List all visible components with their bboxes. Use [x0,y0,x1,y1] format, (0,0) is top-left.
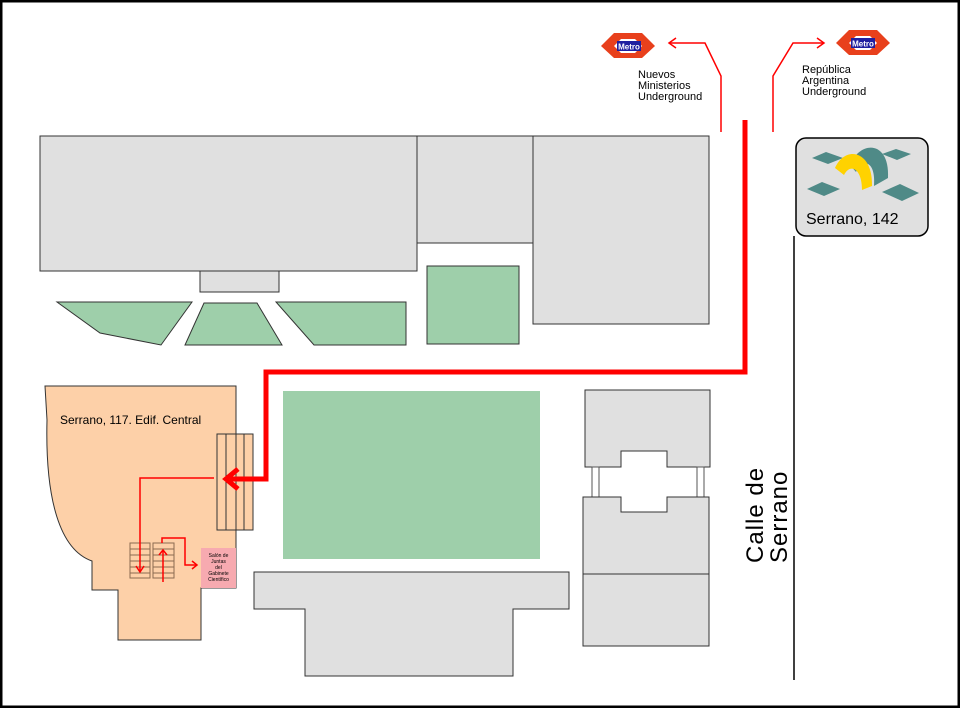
route-to-room [161,537,197,566]
arrow-right-icon [816,37,826,49]
building-north-east [532,135,710,325]
destination-label: Serrano, 142 [806,211,899,228]
garden-2 [184,302,283,346]
building-north-middle [416,135,534,244]
street-label: Calle de Serrano [742,466,793,563]
main-route-arrow [222,467,240,491]
arrow-right-icon [191,560,199,570]
garden-3 [274,301,407,346]
garden-central [283,391,540,559]
meeting-room [201,548,236,588]
building-east-3 [582,573,710,647]
svg-text:Metro: Metro [852,40,874,49]
svg-text:Metro: Metro [618,43,640,52]
route-republica-argentina [772,42,824,132]
metro-logo-icon: Metro [836,30,890,55]
central-building-label: Serrano, 117. Edif. Central [60,413,202,427]
metro-logo-icon: Metro [601,33,655,58]
building-south [253,571,570,677]
route-nuevos-ministerios [669,42,722,132]
garden-4 [426,265,520,345]
building-north-west [39,135,418,272]
main-route [230,120,748,482]
entrance-stairs [216,433,254,531]
building-annex [199,270,280,293]
institution-logo-icon [807,147,919,201]
arrow-down-icon [135,565,145,574]
arrow-left-icon [667,37,677,49]
garden-1 [55,301,193,346]
arrow-up-icon [158,548,168,556]
route-to-stairs [139,477,214,572]
